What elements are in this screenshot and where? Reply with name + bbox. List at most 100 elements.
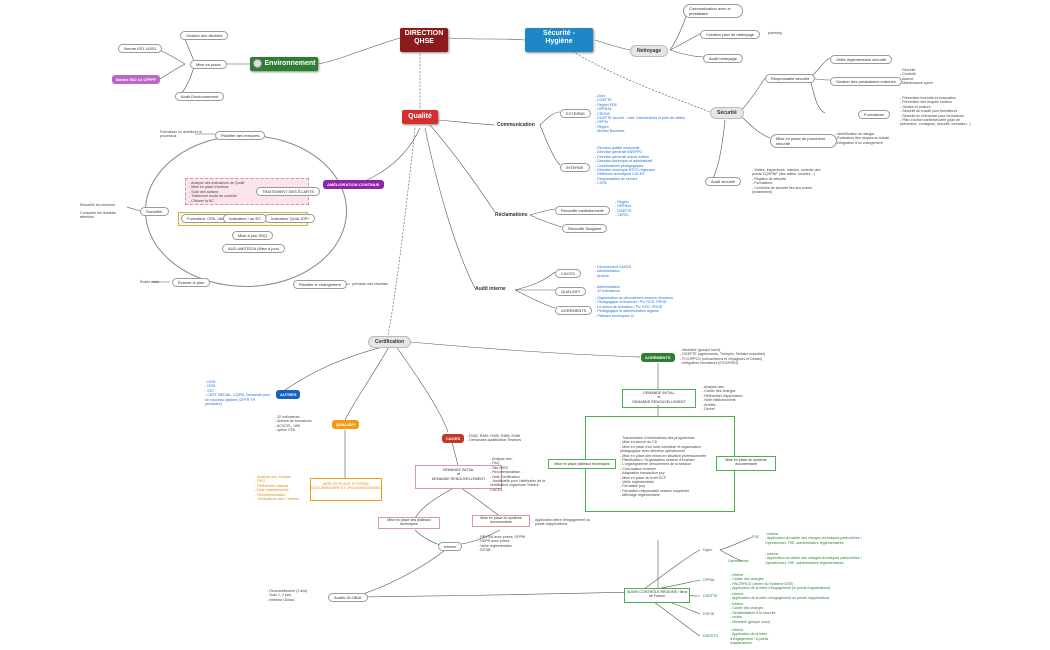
qualite-node[interactable]: Qualité (402, 110, 438, 124)
planifier-mesures[interactable]: Planifier des mesures (215, 131, 266, 140)
responsable-securite[interactable]: Responsable sécurité (765, 74, 816, 83)
dgion-label: Dgion (703, 548, 713, 552)
env-audit[interactable]: Audit Environnement (175, 92, 225, 101)
caces-doc-box[interactable]: Mise en place du système documentaire (472, 515, 530, 527)
fse-list: Interne Application du cahier des charge… (765, 532, 870, 545)
caces-interne[interactable]: Interne (438, 542, 463, 551)
env-norme-iso[interactable]: Norme ISO 14001 (118, 44, 163, 53)
recueil-institutionnel[interactable]: Recueillir institutionnelle (555, 206, 610, 215)
edge-center-environnement (317, 37, 401, 65)
mise-en-place-procedure[interactable]: Mise en place de procédure sécurité (770, 134, 837, 148)
gestion-prestataires[interactable]: Gestion des prestataires externes (830, 77, 902, 86)
env-mise-en-place[interactable]: Mise en place (190, 60, 227, 69)
edge-q-audit (424, 127, 476, 289)
certification-node[interactable]: Certification (368, 336, 412, 348)
nettoyage-plan-note: planning (768, 31, 782, 35)
edge-plateau-interne (414, 529, 441, 546)
edge-demande-doc (457, 485, 501, 517)
recueil-list: Région OPÉRAL DGEFTE CERCL (615, 200, 632, 218)
nettoyage-audit[interactable]: Audit nettoyage (703, 54, 743, 63)
direction-qhse-node[interactable]: DIRECTION QHSE (400, 28, 448, 52)
audits-global[interactable]: Audits GLOBAL (328, 593, 369, 602)
audits-global-list: Renouvellement (3 ans) Suivi 1, 2 (an) I… (267, 589, 307, 602)
caces-tag[interactable]: CACES (442, 434, 465, 443)
edge-cert-caces (394, 344, 449, 433)
qualiopi-tag[interactable]: QUALIOPI (332, 420, 360, 429)
veille-reglementaire[interactable]: Veille réglementaire sécurité (830, 55, 893, 64)
aud-amsteza[interactable]: AUD AMSTEZA (Mise à jour) (222, 244, 286, 253)
fse-label: FSE (752, 535, 759, 539)
edge-sec-securite (569, 49, 711, 113)
amelioration-continue-tag[interactable]: AMÉLIORATION CONTINUE (323, 180, 384, 189)
edge-dgion-fse (719, 536, 753, 551)
recueil-stagiaire[interactable]: Recueillir Stagiaire (562, 224, 608, 233)
operationnel-list: Interne Application du cahier des charge… (765, 552, 870, 565)
edge-net-audit (669, 49, 706, 58)
interne-list: Réunion qualité mensuelle Direction géné… (595, 146, 655, 186)
caces-demande-box[interactable]: DEMANDE INITIAL et DEMANDE RENOUVELLEMEN… (415, 465, 502, 489)
indicateur-qualiopi[interactable]: Indicateur QUALIOPI (265, 214, 315, 223)
suivis-controle-box[interactable]: SUIVIS CONTRÔLE RÉGIONS / lieux de Franc… (624, 588, 690, 603)
qualiopi-system-box[interactable]: MISE EN PLACE SYSTÈME DOCUMENTAIRE ET OR… (310, 478, 382, 501)
amelioration-cycle (145, 135, 347, 287)
agrements-plateau[interactable]: Mise en place plateaux techniques (548, 459, 616, 469)
audit-securite[interactable]: Audit sécurité (705, 177, 742, 186)
env-gestion-dechets[interactable]: Gestion des déchets (180, 31, 229, 40)
procedures-list: Identification du danger Évaluation des … (835, 132, 889, 145)
edge-cert-agr (409, 341, 641, 358)
audit-agrements[interactable]: AGRÉMENTS (555, 306, 593, 315)
formaliser-processus: Formaliser ou améliorer le processus (160, 130, 202, 139)
edge-audit-caces (514, 271, 556, 291)
edge-caces-demande (451, 441, 459, 467)
dgests-label: DGESTS (703, 634, 718, 638)
qualiopi-list: 32 indicateurs Actions de formations ACS… (275, 415, 312, 433)
edge-comm-ext (539, 111, 561, 126)
ecarts-reels: Écarts réels (140, 280, 159, 284)
agrements-center-list: Transmission d'informations des programm… (620, 436, 720, 498)
audit-caces[interactable]: CACES (555, 269, 581, 278)
caces-analyse-list: Analyse des: FAQ Site INRS Recommandatio… (490, 457, 548, 492)
prevision-resultats: prévision des résultats (352, 282, 388, 286)
env-norme-iso-2[interactable]: Norme ISO 14 CFFFF (112, 75, 161, 84)
formations-node[interactable]: Formations (858, 110, 891, 119)
externe-node[interactable]: EXTERNE (560, 109, 591, 118)
environnement-label: Environnement (264, 60, 316, 67)
nettoyage-creation-plan[interactable]: Création plan de nettoyage (700, 30, 761, 39)
opral-list: Interne Cahier des charges RNCP/RCO (cri… (730, 573, 830, 591)
agrements-list: Ministère (groupe louro) DGEFTE (agréeme… (680, 348, 765, 366)
autres-tag[interactable]: AUTRES (276, 390, 301, 399)
edge-securite-resp (739, 77, 766, 113)
dgfin-label: DGFIN (703, 612, 715, 616)
planifier-changement[interactable]: Planifier le changement (293, 280, 347, 289)
mise-a-jour-sdq[interactable]: Mise à jour SDQ (232, 231, 274, 240)
agrements-demande-box[interactable]: DEMANDE INITIAL et DEMANDE RENOUVELLEMEN… (622, 389, 696, 408)
reclamations-node[interactable]: Réclamations (495, 212, 528, 218)
indicateur-ec[interactable]: Indicateur / au EC (223, 214, 268, 223)
traitement-ecarts[interactable]: TRAITEMENT DES ÉCARTS (256, 187, 321, 196)
nettoyage-node[interactable]: Nettoyage (630, 45, 669, 57)
evaluer-plan[interactable]: Évaluer le plan (172, 278, 211, 287)
securite-node[interactable]: Sécurité (710, 107, 744, 119)
nettoyage-communication[interactable]: Communication avec le prestataire (683, 4, 743, 18)
edge-q-comm (437, 119, 496, 126)
edge-resp-formations (809, 77, 826, 114)
edge-surv-recueillir (126, 206, 141, 212)
caces-plateau-box[interactable]: Mise en place des plateaux techniques (378, 517, 440, 529)
interne-node[interactable]: INTERNE (560, 163, 590, 172)
communication-node[interactable]: Communication (497, 122, 535, 128)
audit-interne-node[interactable]: Audit interne (475, 286, 506, 292)
audit-caces-list: Déroulement CACES Administration Archive (595, 265, 631, 278)
edge-sec-procedure (739, 114, 771, 139)
edge-suivi-audits (359, 591, 641, 598)
edge-dgion-op (719, 549, 743, 562)
audit-qualiopi[interactable]: QUALIOPI (555, 287, 586, 296)
securite-hygiene-node[interactable]: Sécurité - Hygiène (525, 28, 593, 52)
edge-suivi-dgion (639, 549, 701, 593)
agrements-doc[interactable]: Mise en place du système documentaire (716, 456, 776, 471)
agrements-tag[interactable]: AGRÉMENTS (641, 353, 675, 362)
edge-q-reclam (429, 124, 496, 213)
environnement-node[interactable]: Environnement (250, 57, 318, 71)
caces-list: R482, R489, R490, R485, R486 Demandes qu… (467, 434, 521, 443)
surveiller-node[interactable]: Surveiller (140, 207, 169, 216)
